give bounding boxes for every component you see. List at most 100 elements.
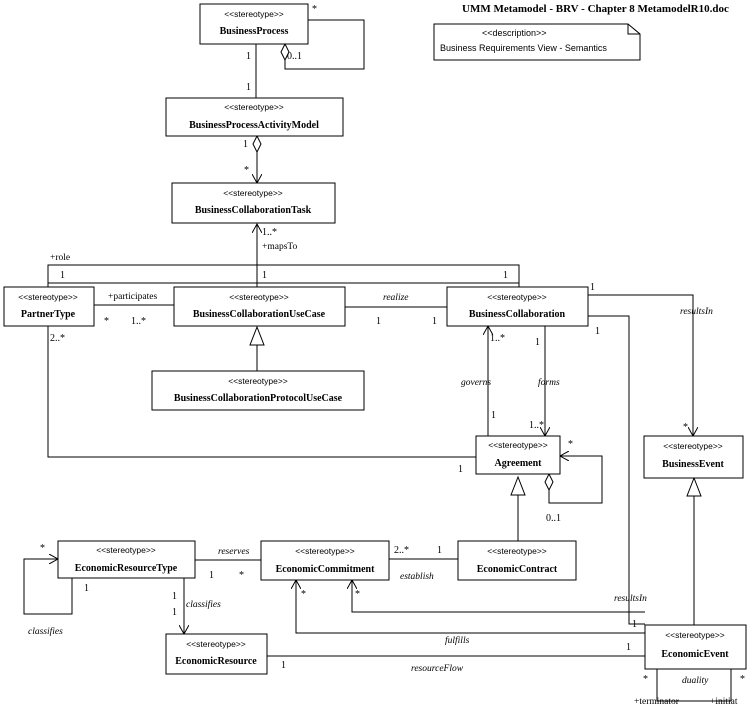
- multiplicity-label: *: [301, 589, 306, 600]
- multiplicity-label: *: [244, 165, 249, 176]
- multiplicity-label: *: [40, 543, 45, 554]
- duality-association: [656, 669, 732, 702]
- multiplicity-label: 0..1: [287, 51, 302, 62]
- association-name-label: reserves: [218, 547, 250, 557]
- class-business-collaboration-protocol-use-case[interactable]: <<stereotype>> BusinessCollaborationProt…: [151, 370, 365, 411]
- role-name-label: +mapsTo: [262, 242, 298, 252]
- multiplicity-label: *: [239, 570, 244, 581]
- multiplicity-label: 1: [590, 282, 595, 293]
- multiplicity-label: 0..1: [546, 513, 561, 524]
- ert-self-association: [23, 559, 73, 615]
- multiplicity-label: 1: [626, 642, 631, 653]
- multiplicity-label: 1: [437, 545, 442, 556]
- multiplicity-label: 1: [376, 316, 381, 327]
- note-stereotype: <<description>>: [482, 28, 547, 38]
- class-name: BusinessCollaborationProtocolUseCase: [174, 393, 343, 404]
- association-name-label: resultsIn: [614, 594, 647, 604]
- stereotype-label: <<stereotype>>: [295, 546, 355, 556]
- agreement-self-aggregation: [544, 456, 603, 504]
- economicevent-generalization: [686, 476, 702, 625]
- role-name-label: +role: [50, 253, 70, 263]
- multiplicity-label: 1: [262, 270, 267, 281]
- class-name: BusinessEvent: [662, 459, 724, 470]
- class-name: EconomicContract: [477, 564, 558, 575]
- multiplicity-label: 1: [281, 660, 286, 671]
- stereotype-label: <<stereotype>>: [224, 102, 284, 112]
- class-economic-event[interactable]: <<stereotype>> EconomicEvent: [644, 624, 747, 670]
- bpam-bct-aggregation: [253, 134, 261, 183]
- class-economic-contract[interactable]: <<stereotype>> EconomicContract: [457, 540, 577, 581]
- description-note: <<description>> Business Requirements Vi…: [433, 23, 641, 61]
- multiplicity-label: 1..*: [262, 227, 277, 238]
- role-name-label: +initiat: [710, 697, 738, 706]
- multiplicity-label: 1: [172, 607, 177, 618]
- multiplicity-label: 1: [491, 410, 496, 421]
- multiplicity-label: 1: [503, 270, 508, 281]
- stereotype-label: <<stereotype>>: [663, 441, 723, 451]
- association-name-label: forms: [538, 377, 560, 388]
- class-name: BusinessCollaboration: [469, 309, 566, 320]
- multiplicity-label: 1: [458, 464, 463, 475]
- diagram-title: UMM Metamodel - BRV - Chapter 8 Metamode…: [462, 3, 729, 15]
- association-name-label: establish: [400, 572, 434, 582]
- class-name: EconomicResourceType: [75, 563, 178, 574]
- class-name: EconomicResource: [175, 656, 257, 667]
- stereotype-label: <<stereotype>>: [228, 376, 288, 386]
- multiplicity-label: 1: [246, 51, 251, 62]
- class-business-collaboration-use-case[interactable]: <<stereotype>> BusinessCollaborationUseC…: [173, 286, 346, 327]
- resultsin-commitment: [352, 580, 645, 613]
- multiplicity-label: 1..*: [490, 333, 505, 344]
- association-name-label: classifies: [186, 599, 221, 610]
- association-name-label: duality: [682, 676, 709, 686]
- multiplicity-label: 1: [632, 619, 637, 630]
- association-name-label: resourceFlow: [411, 664, 464, 674]
- class-name: BusinessProcessActivityModel: [189, 120, 319, 131]
- multiplicity-label: 1: [172, 591, 177, 602]
- class-economic-commitment[interactable]: <<stereotype>> EconomicCommitment: [260, 540, 390, 581]
- multiplicity-label: *: [683, 422, 688, 433]
- multiplicity-label: 1..*: [529, 420, 544, 431]
- association-name-label: realize: [383, 293, 409, 303]
- fulfills-association: [296, 580, 645, 634]
- class-name: BusinessProcess: [220, 26, 289, 37]
- class-partner-type[interactable]: <<stereotype>> PartnerType: [3, 286, 95, 327]
- association-name-label: fulfills: [445, 635, 470, 646]
- multiplicity-label: *: [104, 316, 109, 327]
- note-text: Business Requirements View - Semantics: [440, 43, 607, 53]
- multiplicity-label: 1: [60, 270, 65, 281]
- class-economic-resource-type[interactable]: <<stereotype>> EconomicResourceType: [57, 540, 196, 579]
- stereotype-label: <<stereotype>>: [18, 292, 78, 302]
- multiplicity-label: *: [740, 674, 745, 685]
- stereotype-label: <<stereotype>>: [223, 188, 283, 198]
- class-business-event[interactable]: <<stereotype>> BusinessEvent: [643, 435, 744, 479]
- multiplicity-label: 2..*: [50, 333, 65, 344]
- class-business-collaboration-task[interactable]: <<stereotype>> BusinessCollaborationTask: [171, 182, 336, 224]
- multiplicity-label: 1: [246, 82, 251, 93]
- class-agreement[interactable]: <<stereotype>> Agreement: [475, 435, 561, 475]
- multiplicity-label: *: [568, 439, 573, 450]
- stereotype-label: <<stereotype>>: [665, 630, 725, 640]
- multiplicity-label: 1: [84, 583, 89, 594]
- bp-self-aggregation: [280, 19, 365, 70]
- class-business-collaboration[interactable]: <<stereotype>> BusinessCollaboration: [446, 286, 589, 327]
- stereotype-label: <<stereotype>>: [229, 292, 289, 302]
- stereotype-label: <<stereotype>>: [224, 9, 284, 19]
- class-business-process[interactable]: <<stereotype>> BusinessProcess: [199, 3, 309, 45]
- multiplicity-label: 1: [432, 316, 437, 327]
- class-business-process-activity-model[interactable]: <<stereotype>> BusinessProcessActivityMo…: [165, 97, 344, 137]
- association-name-label: governs: [461, 378, 491, 388]
- role-name-label: +terminator: [634, 697, 680, 706]
- class-name: PartnerType: [21, 309, 76, 320]
- role-name-label: +participates: [108, 292, 157, 302]
- class-economic-resource[interactable]: <<stereotype>> EconomicResource: [165, 633, 268, 675]
- stereotype-label: <<stereotype>>: [186, 639, 246, 649]
- multiplicity-label: 1: [243, 139, 248, 150]
- stereotype-label: <<stereotype>>: [96, 545, 156, 555]
- class-name: BusinessCollaborationUseCase: [193, 309, 326, 320]
- multiplicity-label: 1..*: [131, 316, 146, 327]
- class-name: EconomicEvent: [661, 649, 729, 660]
- stereotype-label: <<stereotype>>: [487, 292, 547, 302]
- multiplicity-label: *: [312, 4, 317, 15]
- multiplicity-label: *: [355, 589, 360, 600]
- multiplicity-label: 1: [535, 337, 540, 348]
